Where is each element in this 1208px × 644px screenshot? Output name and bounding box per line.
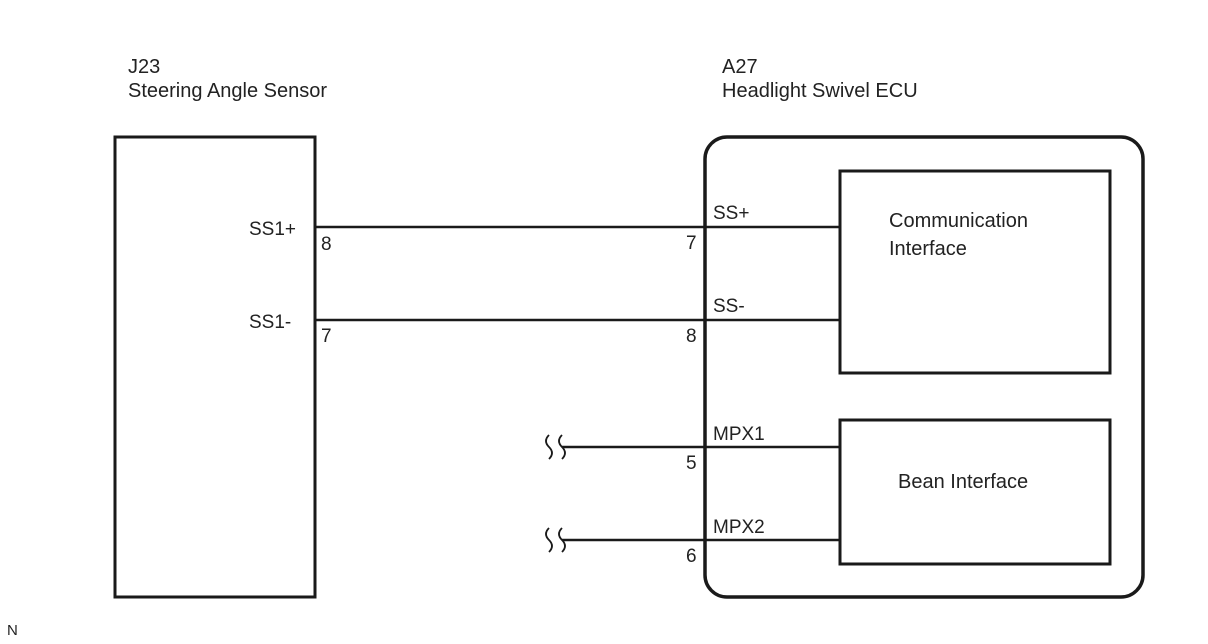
wire-break-icon	[545, 527, 566, 553]
ecu-box	[703, 135, 1145, 599]
communication-interface-block	[838, 169, 1112, 375]
pin-label-mpx1: MPX1	[713, 424, 765, 445]
pin-number-ecu-6: 6	[686, 546, 697, 567]
communication-interface-label-line2: Interface	[889, 238, 967, 260]
pin-label-ss1-minus: SS1-	[249, 312, 292, 333]
pin-number-ecu-5: 5	[686, 453, 697, 474]
footer-note: N	[7, 622, 18, 639]
sensor-name: Steering Angle Sensor	[128, 80, 328, 102]
bean-interface-label: Bean Interface	[898, 471, 1029, 493]
pin-number-sensor-7: 7	[321, 326, 332, 347]
pin-label-mpx2: MPX2	[713, 517, 765, 538]
pin-label-ss1-plus: SS1+	[249, 219, 297, 240]
ecu-code: A27	[722, 56, 758, 78]
pin-number-ecu-7: 7	[686, 233, 697, 254]
sensor-code: J23	[128, 56, 161, 78]
bean-interface-block	[838, 418, 1112, 566]
sensor-box	[113, 135, 317, 599]
communication-interface-label-line1: Communication	[889, 210, 1028, 232]
ecu-name: Headlight Swivel ECU	[722, 80, 918, 102]
pin-label-ss-plus: SS+	[713, 203, 750, 224]
pin-label-ss-minus: SS-	[713, 296, 745, 317]
pin-number-sensor-8: 8	[321, 234, 332, 255]
pin-number-ecu-8: 8	[686, 326, 697, 347]
wire-break-icon	[545, 434, 566, 460]
